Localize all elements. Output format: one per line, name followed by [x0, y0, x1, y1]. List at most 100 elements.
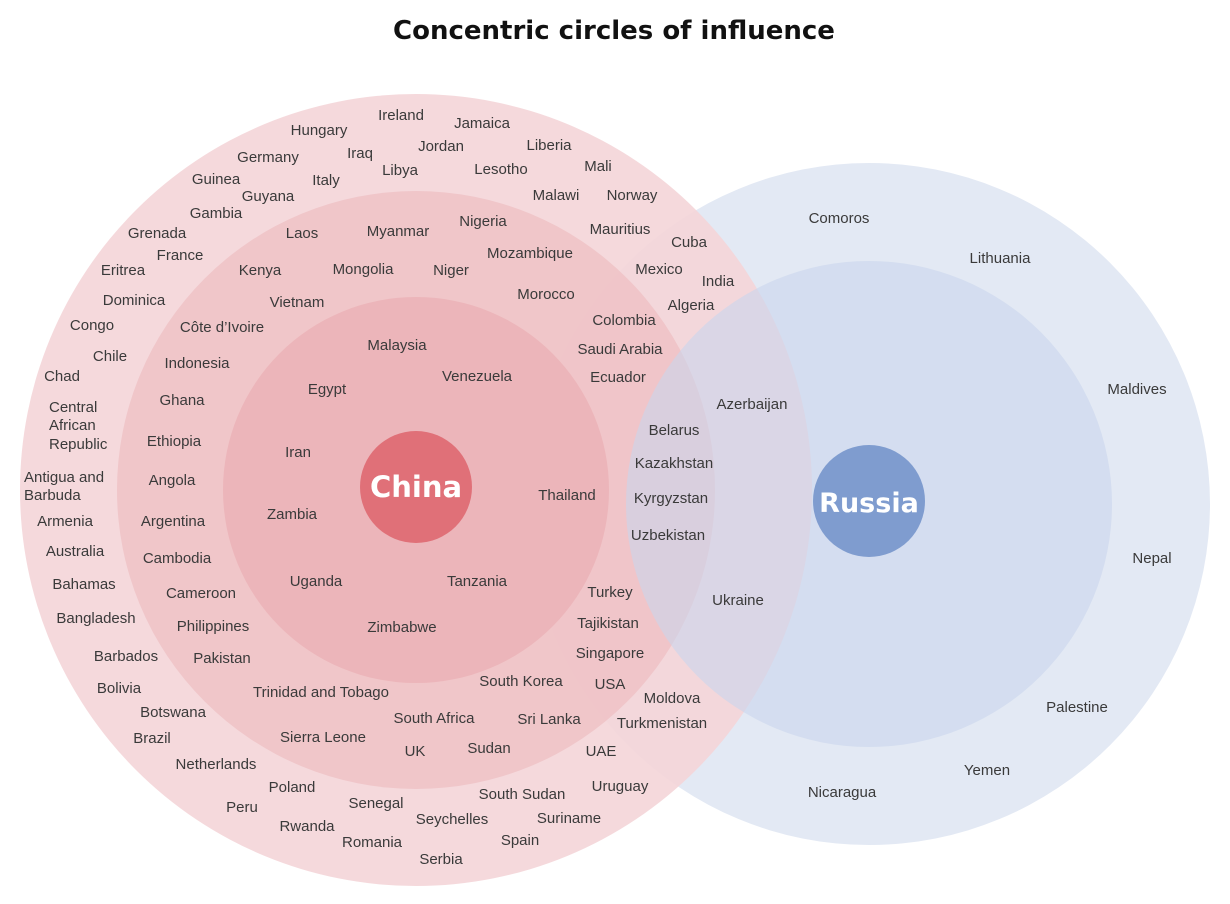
country-label-comoros: Comoros: [809, 210, 870, 227]
country-label-dominica: Dominica: [103, 292, 166, 309]
country-label-senegal: Senegal: [348, 795, 403, 812]
country-label-hungary: Hungary: [291, 122, 348, 139]
country-label-tajikistan: Tajikistan: [577, 615, 639, 632]
country-label-yemen: Yemen: [964, 762, 1010, 779]
country-label-sri-lanka: Sri Lanka: [517, 711, 581, 728]
country-label-iran: Iran: [285, 444, 311, 461]
country-label-argentina: Argentina: [141, 513, 206, 530]
country-label-botswana: Botswana: [140, 704, 207, 721]
country-label-niger: Niger: [433, 262, 469, 279]
country-label-jordan: Jordan: [418, 138, 464, 155]
country-label-tanzania: Tanzania: [447, 573, 508, 590]
country-label-mongolia: Mongolia: [333, 261, 395, 278]
country-label-ecuador: Ecuador: [590, 369, 646, 386]
country-label-seychelles: Seychelles: [416, 811, 489, 828]
country-label-cameroon: Cameroon: [166, 585, 236, 602]
country-label-india: India: [702, 273, 735, 290]
country-label-south-africa: South Africa: [394, 710, 476, 727]
country-label-morocco: Morocco: [517, 286, 575, 303]
country-label-chile: Chile: [93, 348, 127, 365]
country-label-moldova: Moldova: [644, 690, 701, 707]
country-label-iraq: Iraq: [347, 145, 373, 162]
russia-hub-label: Russia: [819, 488, 919, 519]
country-label-malaysia: Malaysia: [367, 337, 427, 354]
country-label-zambia: Zambia: [267, 506, 318, 523]
country-label-lesotho: Lesotho: [474, 161, 527, 178]
country-label-brazil: Brazil: [133, 730, 171, 747]
country-label-bahamas: Bahamas: [52, 576, 115, 593]
country-label-bangladesh: Bangladesh: [56, 610, 135, 627]
country-label-france: France: [157, 247, 204, 264]
country-label-gambia: Gambia: [190, 205, 243, 222]
country-label-mexico: Mexico: [635, 261, 683, 278]
country-label-maldives: Maldives: [1107, 381, 1166, 398]
country-label-uruguay: Uruguay: [592, 778, 649, 795]
country-label-nepal: Nepal: [1132, 550, 1171, 567]
country-label-cote-d-ivoire: Côte d’Ivoire: [180, 319, 264, 336]
country-label-uk: UK: [405, 743, 426, 760]
country-label-poland: Poland: [269, 779, 316, 796]
country-label-azerbaijan: Azerbaijan: [717, 396, 788, 413]
russia-core-circle: [813, 445, 925, 557]
country-label-suriname: Suriname: [537, 810, 601, 827]
country-label-colombia: Colombia: [592, 312, 656, 329]
country-label-chad: Chad: [44, 368, 80, 385]
country-label-nigeria: Nigeria: [459, 213, 507, 230]
country-label-rwanda: Rwanda: [279, 818, 335, 835]
country-label-kazakhstan: Kazakhstan: [635, 455, 713, 472]
country-label-nicaragua: Nicaragua: [808, 784, 877, 801]
country-label-mali: Mali: [584, 158, 612, 175]
country-label-venezuela: Venezuela: [442, 368, 513, 385]
country-label-belarus: Belarus: [649, 422, 700, 439]
country-label-mauritius: Mauritius: [590, 221, 651, 238]
country-label-thailand: Thailand: [538, 487, 596, 504]
influence-circles: [20, 94, 1210, 886]
country-label-jamaica: Jamaica: [454, 115, 511, 132]
country-label-lithuania: Lithuania: [970, 250, 1032, 267]
country-label-liberia: Liberia: [526, 137, 572, 154]
country-label-malawi: Malawi: [533, 187, 580, 204]
country-label-armenia: Armenia: [37, 513, 94, 530]
china-core-circle: [360, 431, 472, 543]
country-label-australia: Australia: [46, 543, 105, 560]
country-label-germany: Germany: [237, 149, 299, 166]
country-label-guinea: Guinea: [192, 171, 241, 188]
country-label-italy: Italy: [312, 172, 340, 189]
country-label-spain: Spain: [501, 832, 539, 849]
country-label-peru: Peru: [226, 799, 258, 816]
country-label-philippines: Philippines: [177, 618, 250, 635]
country-label-netherlands: Netherlands: [176, 756, 257, 773]
country-label-turkmenistan: Turkmenistan: [617, 715, 707, 732]
country-label-ethiopia: Ethiopia: [147, 433, 202, 450]
country-label-uzbekistan: Uzbekistan: [631, 527, 705, 544]
country-label-south-sudan: South Sudan: [479, 786, 566, 803]
country-label-eritrea: Eritrea: [101, 262, 146, 279]
country-label-barbados: Barbados: [94, 648, 158, 665]
country-label-guyana: Guyana: [242, 188, 295, 205]
country-label-kenya: Kenya: [239, 262, 282, 279]
country-label-pakistan: Pakistan: [193, 650, 251, 667]
country-label-cuba: Cuba: [671, 234, 708, 251]
country-label-laos: Laos: [286, 225, 319, 242]
country-label-grenada: Grenada: [128, 225, 187, 242]
country-label-bolivia: Bolivia: [97, 680, 142, 697]
country-label-angola: Angola: [149, 472, 196, 489]
country-label-myanmar: Myanmar: [367, 223, 430, 240]
diagram-title: Concentric circles of influence: [393, 16, 835, 46]
country-label-uganda: Uganda: [290, 573, 343, 590]
country-label-mozambique: Mozambique: [487, 245, 573, 262]
country-label-ukraine: Ukraine: [712, 592, 764, 609]
country-label-uae: UAE: [586, 743, 617, 760]
country-label-kyrgyzstan: Kyrgyzstan: [634, 490, 708, 507]
country-label-algeria: Algeria: [668, 297, 715, 314]
country-label-sudan: Sudan: [467, 740, 510, 757]
country-label-turkey: Turkey: [587, 584, 633, 601]
country-label-vietnam: Vietnam: [270, 294, 325, 311]
country-label-ireland: Ireland: [378, 107, 424, 124]
country-label-egypt: Egypt: [308, 381, 347, 398]
country-label-sierra-leone: Sierra Leone: [280, 729, 366, 746]
